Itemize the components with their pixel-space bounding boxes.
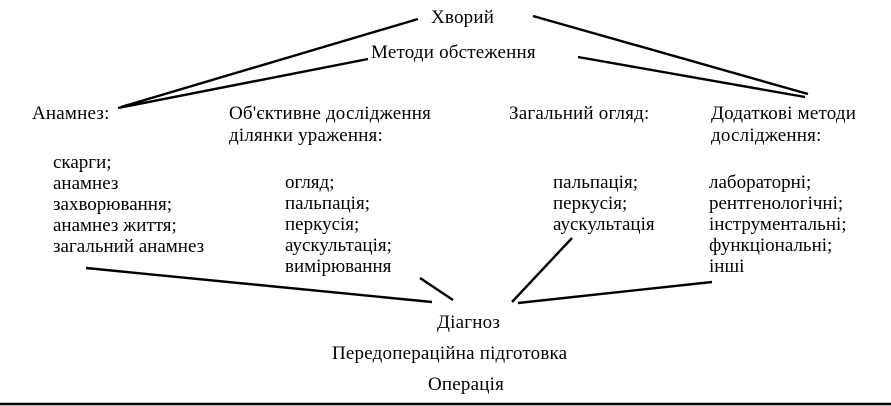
connector-patient-to-anamnesis	[120, 17, 419, 109]
list-item: функціональні;	[709, 235, 833, 256]
additional-list: лабораторні; рентгенологічні; інструмент…	[709, 172, 847, 277]
additional-title-line1: Додаткові методи	[711, 103, 857, 124]
additional-title-line2: дослідження:	[711, 125, 822, 146]
list-item: інструментальні;	[709, 214, 847, 235]
list-item: анамнез життя;	[53, 215, 177, 236]
connector-anamnesis-to-diagnosis	[85, 266, 433, 304]
list-item: загальний анамнез	[53, 236, 205, 257]
connector-methods-to-anamnesis	[117, 57, 369, 110]
operation-node: Операція	[428, 374, 505, 395]
connector-objective-to-diagnosis	[419, 277, 454, 301]
list-item: рентгенологічні;	[709, 193, 844, 214]
methods-node: Методи обстеження	[371, 42, 536, 63]
objective-list: огляд; пальпація; перкусія; аускультація…	[285, 172, 392, 277]
list-item: пальпація;	[553, 172, 638, 193]
list-item: пальпація;	[285, 193, 370, 214]
general-list: пальпація; перкусія; аускультація	[553, 172, 655, 235]
objective-title-line2: ділянки ураження:	[229, 125, 383, 146]
list-item: захворювання;	[53, 194, 172, 215]
list-item: анамнез	[53, 173, 119, 194]
connector-additional-to-diagnosis	[517, 280, 713, 305]
anamnesis-list: скарги; анамнез захворювання; анамнез жи…	[53, 152, 204, 257]
list-item: перкусія;	[553, 193, 628, 214]
patient-node: Хворий	[431, 7, 495, 28]
connector-general-to-diagnosis	[511, 237, 573, 303]
list-item: огляд;	[285, 172, 335, 193]
list-item: скарги;	[53, 152, 112, 173]
list-item: лабораторні;	[709, 172, 812, 193]
anamnesis-title: Анамнез:	[32, 103, 110, 124]
diagnosis-node: Діагноз	[437, 312, 501, 333]
objective-title-line1: Об'єктивне дослідження	[229, 103, 432, 124]
connector-patient-to-additional	[532, 14, 809, 96]
connector-methods-to-additional	[577, 55, 806, 99]
list-item: перкусія;	[285, 214, 360, 235]
list-item: інші	[709, 256, 745, 277]
preparation-node: Передопераційна підготовка	[332, 343, 568, 364]
list-item: аускультація	[553, 214, 655, 235]
list-item: аускультація;	[285, 235, 392, 256]
general-title: Загальний огляд:	[509, 103, 650, 124]
list-item: вимірювання	[285, 256, 392, 277]
